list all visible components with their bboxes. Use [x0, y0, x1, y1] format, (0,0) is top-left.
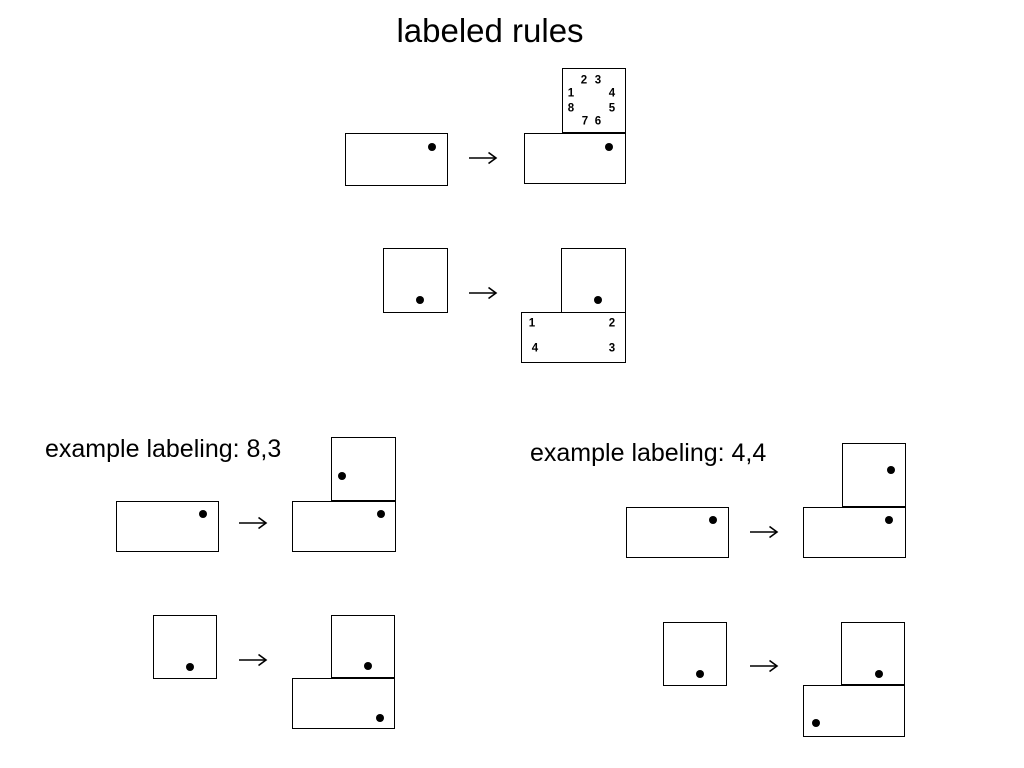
right-arrow-icon [239, 653, 268, 667]
position-label-5: 5 [608, 102, 616, 115]
rule2-rhs-rect [521, 312, 626, 363]
rule1-rhs-square [562, 68, 626, 133]
position-label-3: 3 [594, 74, 602, 87]
position-label-2: 2 [608, 317, 616, 330]
feature-dot-icon [885, 516, 893, 524]
ex44-ruleA-rhs-square [842, 443, 906, 507]
position-label-3: 3 [608, 342, 616, 355]
rule2-rhs-square [561, 248, 626, 313]
feature-dot-icon [364, 662, 372, 670]
feature-dot-icon [377, 510, 385, 518]
position-label-2: 2 [580, 74, 588, 87]
rule1-rhs-rect [524, 133, 626, 184]
ex44-ruleA-rhs-rect [803, 507, 906, 558]
position-label-7: 7 [581, 115, 589, 128]
position-label-4: 4 [531, 342, 539, 355]
rule1-lhs-rect [345, 133, 448, 186]
feature-dot-icon [696, 670, 704, 678]
position-label-8: 8 [567, 102, 575, 115]
ex83-ruleA-lhs-rect [116, 501, 219, 552]
position-label-6: 6 [594, 115, 602, 128]
rule2-lhs-square [383, 248, 448, 313]
feature-dot-icon [338, 472, 346, 480]
ex83-ruleB-lhs-square [153, 615, 217, 679]
ex83-ruleA-rhs-rect [292, 501, 396, 552]
ex83-ruleA-rhs-square [331, 437, 396, 501]
example-83-label: example labeling: 8,3 [45, 435, 282, 463]
ex44-ruleB-rhs-rect [803, 685, 905, 737]
right-arrow-icon [469, 151, 498, 165]
feature-dot-icon [186, 663, 194, 671]
feature-dot-icon [887, 466, 895, 474]
right-arrow-icon [750, 659, 779, 673]
right-arrow-icon [469, 286, 498, 300]
ex44-ruleB-rhs-square [841, 622, 905, 685]
feature-dot-icon [376, 714, 384, 722]
right-arrow-icon [750, 525, 779, 539]
position-label-1: 1 [528, 317, 536, 330]
ex83-ruleB-rhs-square [331, 615, 395, 678]
feature-dot-icon [605, 143, 613, 151]
position-label-1: 1 [567, 87, 575, 100]
ex44-ruleB-lhs-square [663, 622, 727, 686]
feature-dot-icon [416, 296, 424, 304]
example-44-label: example labeling: 4,4 [530, 439, 767, 467]
feature-dot-icon [428, 143, 436, 151]
feature-dot-icon [875, 670, 883, 678]
position-label-4: 4 [608, 87, 616, 100]
ex44-ruleA-lhs-rect [626, 507, 729, 558]
feature-dot-icon [709, 516, 717, 524]
right-arrow-icon [239, 516, 268, 530]
feature-dot-icon [812, 719, 820, 727]
feature-dot-icon [594, 296, 602, 304]
feature-dot-icon [199, 510, 207, 518]
page-title: labeled rules [396, 12, 584, 49]
